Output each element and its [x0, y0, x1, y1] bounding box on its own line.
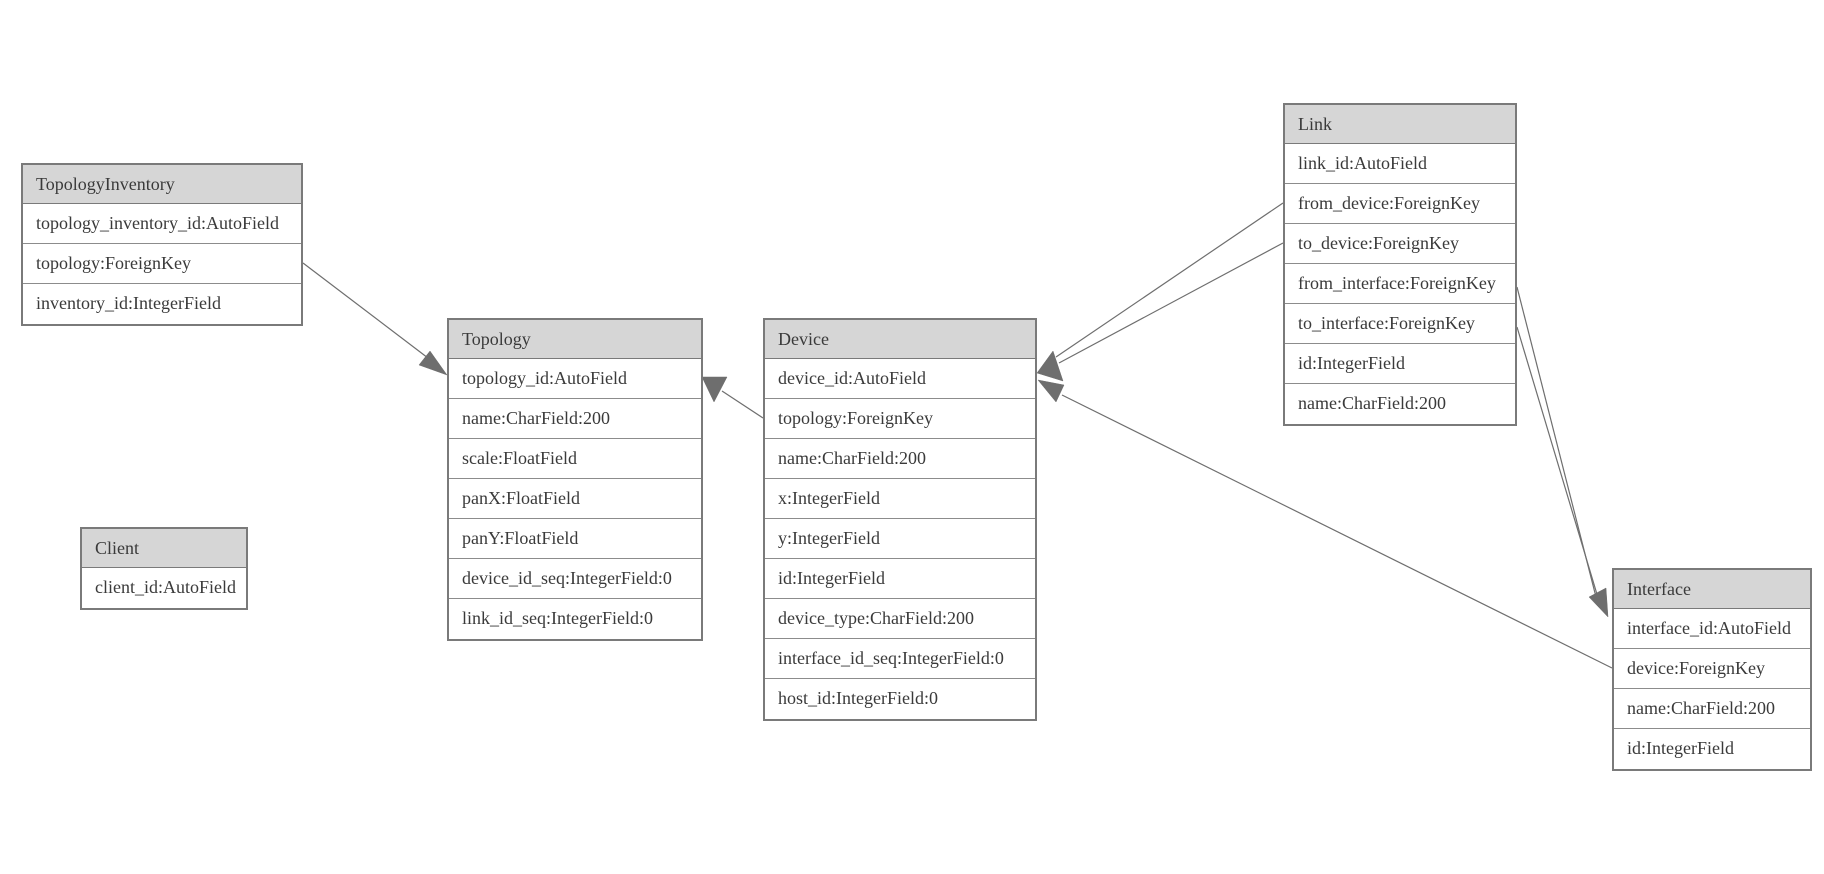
field-row: panX:FloatField [449, 479, 701, 519]
table-header-client: Client [82, 529, 246, 568]
field-row: name:CharField:200 [765, 439, 1035, 479]
field-row: x:IntegerField [765, 479, 1035, 519]
field-row: interface_id:AutoField [1614, 609, 1810, 649]
table-header-device: Device [765, 320, 1035, 359]
field-row: device_id_seq:IntegerField:0 [449, 559, 701, 599]
entity-table-device[interactable]: Device device_id:AutoField topology:Fore… [763, 318, 1037, 721]
entity-table-interface[interactable]: Interface interface_id:AutoField device:… [1612, 568, 1812, 771]
field-row: host_id:IntegerField:0 [778, 688, 938, 708]
field-row: to_device:ForeignKey [1285, 224, 1515, 264]
field-row: to_interface:ForeignKey [1285, 304, 1515, 344]
entity-table-topology[interactable]: Topology topology_id:AutoField name:Char… [447, 318, 703, 641]
entity-table-link[interactable]: Link link_id:AutoField from_device:Forei… [1283, 103, 1517, 426]
arrowhead-icon-topology-left [418, 350, 448, 376]
field-row: inventory_id:IntegerField [36, 293, 221, 313]
arrowhead-icon-device-lower [1037, 379, 1065, 403]
entity-table-client[interactable]: Client client_id:AutoField [80, 527, 248, 610]
field-row: id:IntegerField [1627, 738, 1734, 758]
edge-link-todevice-device [1058, 242, 1284, 364]
edge-device-topology [721, 390, 764, 419]
edge-interface-device [1061, 394, 1613, 669]
field-row: panY:FloatField [449, 519, 701, 559]
field-row: client_id:AutoField [95, 577, 236, 597]
field-row: topology_id:AutoField [449, 359, 701, 399]
field-row: scale:FloatField [449, 439, 701, 479]
field-row: link_id:AutoField [1285, 144, 1515, 184]
edge-link-tointerface-interface [1516, 326, 1600, 602]
field-row: y:IntegerField [765, 519, 1035, 559]
field-row: topology_inventory_id:AutoField [23, 204, 301, 244]
field-row: link_id_seq:IntegerField:0 [462, 608, 653, 628]
entity-table-topologyinventory[interactable]: TopologyInventory topology_inventory_id:… [21, 163, 303, 326]
field-row: from_interface:ForeignKey [1285, 264, 1515, 304]
field-row: name:CharField:200 [449, 399, 701, 439]
table-header-link: Link [1285, 105, 1515, 144]
field-row: device:ForeignKey [1614, 649, 1810, 689]
field-row: topology:ForeignKey [23, 244, 301, 284]
field-row: device_id:AutoField [765, 359, 1035, 399]
field-row: from_device:ForeignKey [1285, 184, 1515, 224]
field-row: name:CharField:200 [1298, 393, 1446, 413]
table-header-topology: Topology [449, 320, 701, 359]
field-row: interface_id_seq:IntegerField:0 [765, 639, 1035, 679]
table-header-topologyinventory: TopologyInventory [23, 165, 301, 204]
field-row: id:IntegerField [765, 559, 1035, 599]
edge-link-fromdevice-device [1055, 202, 1284, 358]
field-row: name:CharField:200 [1614, 689, 1810, 729]
field-row: device_type:CharField:200 [765, 599, 1035, 639]
edge-topologyinventory-topology [302, 262, 429, 359]
field-row: id:IntegerField [1285, 344, 1515, 384]
arrowhead-icon-interface-left [1588, 587, 1609, 618]
table-header-interface: Interface [1614, 570, 1810, 609]
field-row: topology:ForeignKey [765, 399, 1035, 439]
arrowhead-icon-topology-right [701, 376, 728, 403]
arrowhead-icon-device-upper [1036, 350, 1064, 382]
